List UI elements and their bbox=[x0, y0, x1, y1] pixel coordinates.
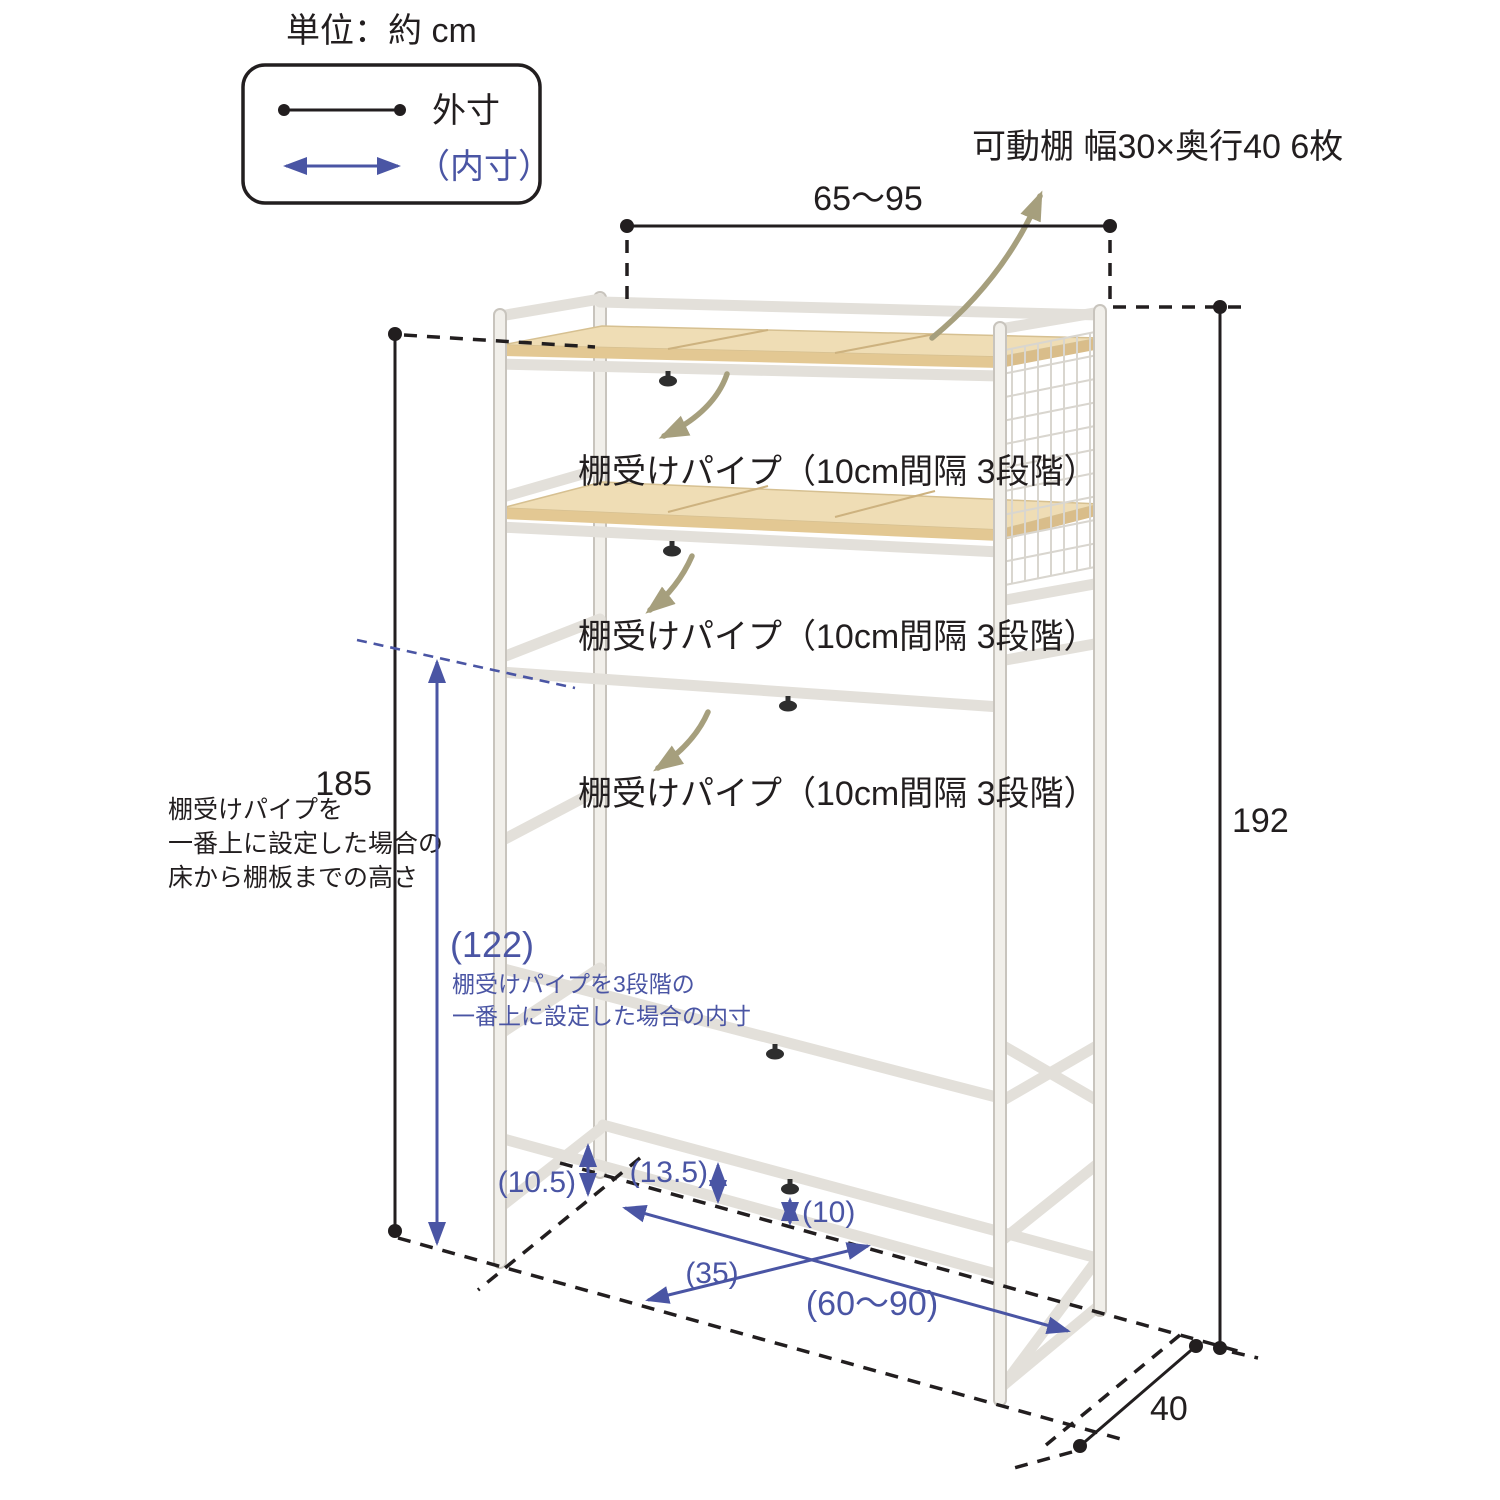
adjuster-knob bbox=[659, 371, 799, 1195]
dim-left-clearance: (10.5) bbox=[498, 1166, 576, 1199]
shelf-support-pipe-3 bbox=[494, 666, 1006, 713]
left-rung bbox=[497, 463, 606, 503]
pointer-arrows bbox=[645, 190, 1043, 772]
shelf-support-pipe-1 bbox=[494, 358, 1006, 382]
legend-box: 外寸 （内寸） bbox=[241, 63, 552, 205]
dim-inner-height: (122) bbox=[450, 924, 534, 965]
text-labels: 単位：約 cm 可動棚 幅30×奥行40 6枚 棚受けパイプ（10cm間隔 3段… bbox=[286, 12, 1343, 813]
pipe-label-2: 棚受けパイプ（10cm間隔 3段階） bbox=[578, 618, 1098, 656]
shelf-support-pipe-2 bbox=[494, 521, 1006, 558]
right-crossbar bbox=[994, 577, 1106, 607]
legend-inner-label: （内寸） bbox=[416, 148, 552, 186]
movable-shelf-arrow bbox=[929, 190, 1043, 341]
movable-shelf-label: 可動棚 幅30×奥行40 6枚 bbox=[972, 128, 1343, 166]
dim-rear-clearance: (10) bbox=[802, 1196, 855, 1229]
left-rung bbox=[497, 1123, 606, 1211]
inner-dimensions: (122) 棚受けパイプを3段階の 一番上に設定した場合の内寸 (10.5) (… bbox=[356, 638, 1071, 1335]
left-rung bbox=[497, 962, 606, 1038]
base-rear-edge bbox=[559, 1161, 1246, 1355]
pipe-label-3: 棚受けパイプ（10cm間隔 3段階） bbox=[578, 775, 1098, 813]
pipe3-arrow bbox=[653, 709, 711, 772]
outer-dimensions: 65～95 192 185 棚受けパイプを 一番上に設定した場合の 床から棚板ま… bbox=[168, 180, 1289, 1453]
dim-front-clearance: (13.5) bbox=[630, 1156, 708, 1189]
note-122-line2: 一番上に設定した場合の内寸 bbox=[452, 1003, 751, 1029]
base-left-edge bbox=[476, 1156, 642, 1292]
rear-top-rail bbox=[594, 296, 1106, 321]
left-rung bbox=[497, 783, 606, 846]
dim-right-height: 192 bbox=[1232, 802, 1289, 840]
base-right-edge bbox=[1044, 1333, 1182, 1447]
pipe-label-1: 棚受けパイプ（10cm間隔 3段階） bbox=[578, 453, 1098, 491]
note-185-line1: 棚受けパイプを bbox=[168, 796, 343, 824]
right-crossbar bbox=[994, 637, 1106, 667]
legend-outer-label: 外寸 bbox=[432, 92, 500, 130]
pipe2-arrow bbox=[645, 553, 695, 614]
dim-left-height: 185 bbox=[315, 765, 372, 803]
left-top-rail bbox=[494, 293, 606, 322]
note-185-line2: 一番上に設定した場合の bbox=[168, 830, 443, 858]
note-185-line3: 床から棚板までの高さ bbox=[168, 864, 418, 892]
dim-inner-depth: (35) bbox=[685, 1257, 738, 1290]
units-label: 単位：約 cm bbox=[286, 12, 477, 50]
right-top-rail bbox=[994, 306, 1106, 335]
base-front-edge bbox=[397, 1236, 1129, 1443]
right-x-brace bbox=[994, 1038, 1106, 1108]
dim-inner-width: (60～90) bbox=[806, 1285, 938, 1323]
wire-mesh-panel bbox=[1004, 331, 1096, 586]
left-rung bbox=[497, 613, 606, 663]
dim-top-width: 65～95 bbox=[813, 180, 923, 218]
front-lower-rail bbox=[494, 962, 1006, 1104]
right-rung bbox=[994, 1156, 1106, 1248]
right-bottom-rail bbox=[994, 1299, 1106, 1394]
dim-depth: 40 bbox=[1150, 1390, 1188, 1428]
note-122-line1: 棚受けパイプを3段階の bbox=[452, 971, 695, 997]
pipe1-arrow bbox=[658, 371, 730, 439]
